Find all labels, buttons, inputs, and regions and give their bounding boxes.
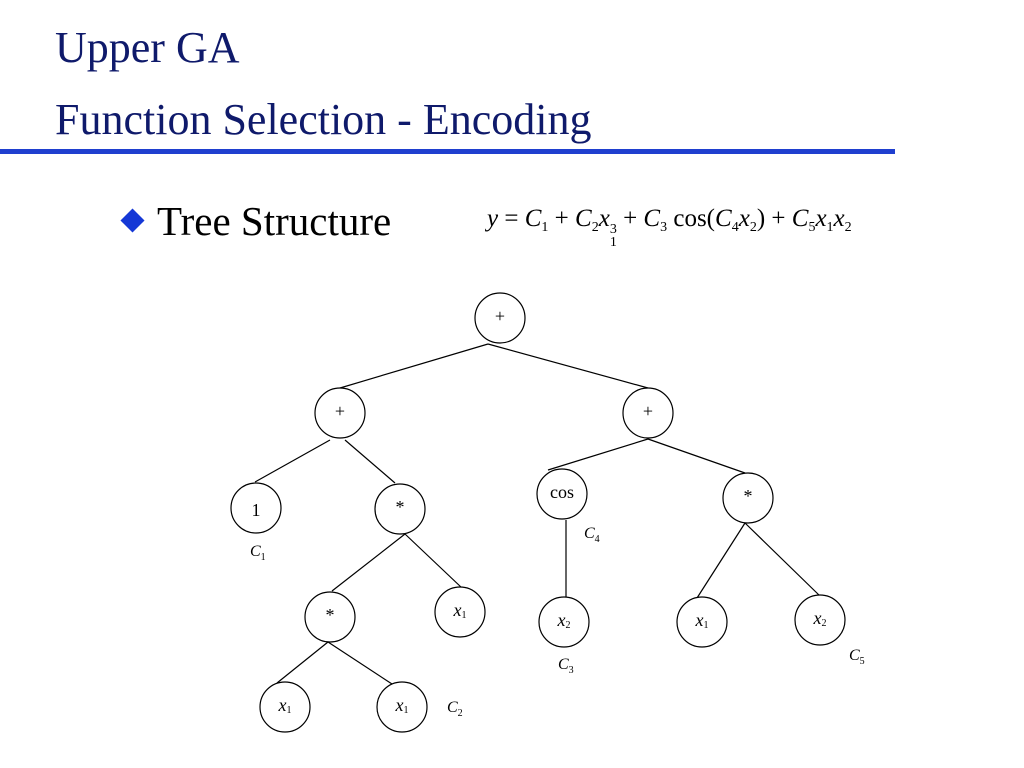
tree-annotation-ann-c3: C3 [558, 656, 574, 676]
tree-node-one: 1 [230, 482, 282, 534]
tree-edge-mul-a-to-x1-a [404, 533, 463, 589]
tree-edge-plus-right-to-cos [547, 438, 649, 471]
formula-subscript: 1 [826, 220, 834, 235]
tree-annotation-subscript: 4 [595, 534, 600, 545]
tree-node-x1-c: x1 [376, 681, 428, 733]
tree-node-subscript: 2 [822, 618, 827, 629]
formula-lhs: y [487, 205, 499, 232]
tree-edge-root-to-plus-left [339, 343, 489, 389]
tree-node-label: 1 [252, 500, 261, 520]
tree-node-x1-b: x1 [259, 681, 311, 733]
title-underline-rule [0, 149, 895, 154]
tree-node-circle [259, 681, 311, 733]
slide-title-line-1: Upper GA [55, 23, 240, 72]
formula-operator: + [616, 205, 644, 232]
tree-annotation-subscript: 5 [860, 656, 865, 667]
tree-node-label: * [396, 497, 405, 517]
tree-node-label: + [495, 306, 505, 326]
tree-node-root: + [474, 292, 526, 344]
formula-equals: = [498, 205, 525, 232]
tree-node-mul-c: * [722, 472, 774, 524]
formula-variable: C [791, 205, 809, 232]
tree-node-subscript: 1 [704, 620, 709, 631]
formula-subscript: 3 [660, 220, 668, 235]
formula-variable: x [833, 205, 845, 232]
tree-node-label: * [744, 486, 753, 506]
formula-subscript: 2 [591, 220, 599, 235]
tree-edge-mul-a-to-mul-b [331, 533, 406, 592]
tree-node-circle [538, 596, 590, 648]
formula-subscript: 2 [844, 220, 852, 235]
tree-annotation-ann-c2: C2 [447, 699, 463, 719]
formula-subscript: 5 [808, 220, 816, 235]
tree-node-x1-d: x1 [676, 596, 728, 648]
tree-edge-root-to-plus-right [487, 343, 649, 389]
formula-text: ) [756, 205, 766, 232]
tree-node-circle [434, 586, 486, 638]
tree-node-x2-b: x2 [794, 594, 846, 646]
tree-node-mul-b: * [304, 591, 356, 643]
tree-node-mul-a: * [374, 483, 426, 535]
tree-node-label: + [335, 401, 345, 421]
tree-node-cos: cos [536, 468, 588, 520]
tree-node-label: * [326, 605, 335, 625]
tree-annotation-subscript: 1 [261, 552, 266, 563]
formula-variable: C [643, 205, 661, 232]
formula-variable: x [738, 205, 750, 232]
formula-variable: x [815, 205, 827, 232]
tree-edge-mul-b-to-x1-b [276, 641, 329, 684]
formula-subscript: 1 [541, 220, 549, 235]
tree-annotation-ann-c5: C5 [849, 647, 865, 667]
formula-subscript: 4 [731, 220, 739, 235]
formula-superscript: 3 [609, 222, 617, 237]
formula-subscript: 2 [749, 220, 757, 235]
tree-node-circle [622, 387, 674, 439]
tree-edge-plus-right-to-mul-c [647, 438, 746, 474]
bullet-text: Tree Structure [157, 198, 392, 244]
tree-node-label: + [643, 401, 653, 421]
formula-variable: x [598, 205, 610, 232]
tree-node-circle [304, 591, 356, 643]
formula-variable: C [524, 205, 542, 232]
tree-node-circle [374, 483, 426, 535]
tree-annotation-ann-c1: C1 [250, 543, 266, 563]
tree-node-circle [376, 681, 428, 733]
tree-node-subscript: 1 [462, 610, 467, 621]
tree-edge-plus-left-to-mul-a [344, 439, 396, 484]
formula-operator: + [548, 205, 576, 232]
formula-variable: C [715, 205, 732, 232]
tree-node-plus-right: + [622, 387, 674, 439]
tree-edge-mul-c-to-x2-b [744, 522, 821, 597]
tree-node-subscript: 2 [566, 620, 571, 631]
formula-subscript: 1 [609, 235, 617, 250]
tree-annotation-ann-c4: C4 [584, 525, 600, 545]
tree-node-x2-a: x2 [538, 596, 590, 648]
tree-node-circle [676, 596, 728, 648]
tree-annotation-subscript: 2 [458, 708, 463, 719]
tree-edge-plus-left-to-one [254, 439, 331, 483]
tree-annotation-subscript: 3 [569, 665, 574, 676]
tree-node-subscript: 1 [287, 705, 292, 716]
tree-edge-mul-c-to-x1-d [696, 522, 746, 599]
tree-node-circle [230, 482, 282, 534]
tree-node-circle [474, 292, 526, 344]
bullet-item: Tree Structure [120, 197, 392, 245]
formula-text: cos( [667, 205, 716, 232]
tree-node-circle [536, 468, 588, 520]
tree-edge-mul-b-to-x1-c [327, 641, 393, 685]
tree-node-circle [314, 387, 366, 439]
tree-node-label: cos [550, 482, 574, 502]
formula-operator: + [765, 205, 792, 232]
tree-node-subscript: 1 [404, 705, 409, 716]
formula-variable: C [575, 205, 592, 232]
tree-node-circle [722, 472, 774, 524]
tree-node-plus-left: + [314, 387, 366, 439]
tree-node-circle [794, 594, 846, 646]
slide-title-line-2: Function Selection - Encoding [55, 95, 592, 144]
tree-node-x1-a: x1 [434, 586, 486, 638]
